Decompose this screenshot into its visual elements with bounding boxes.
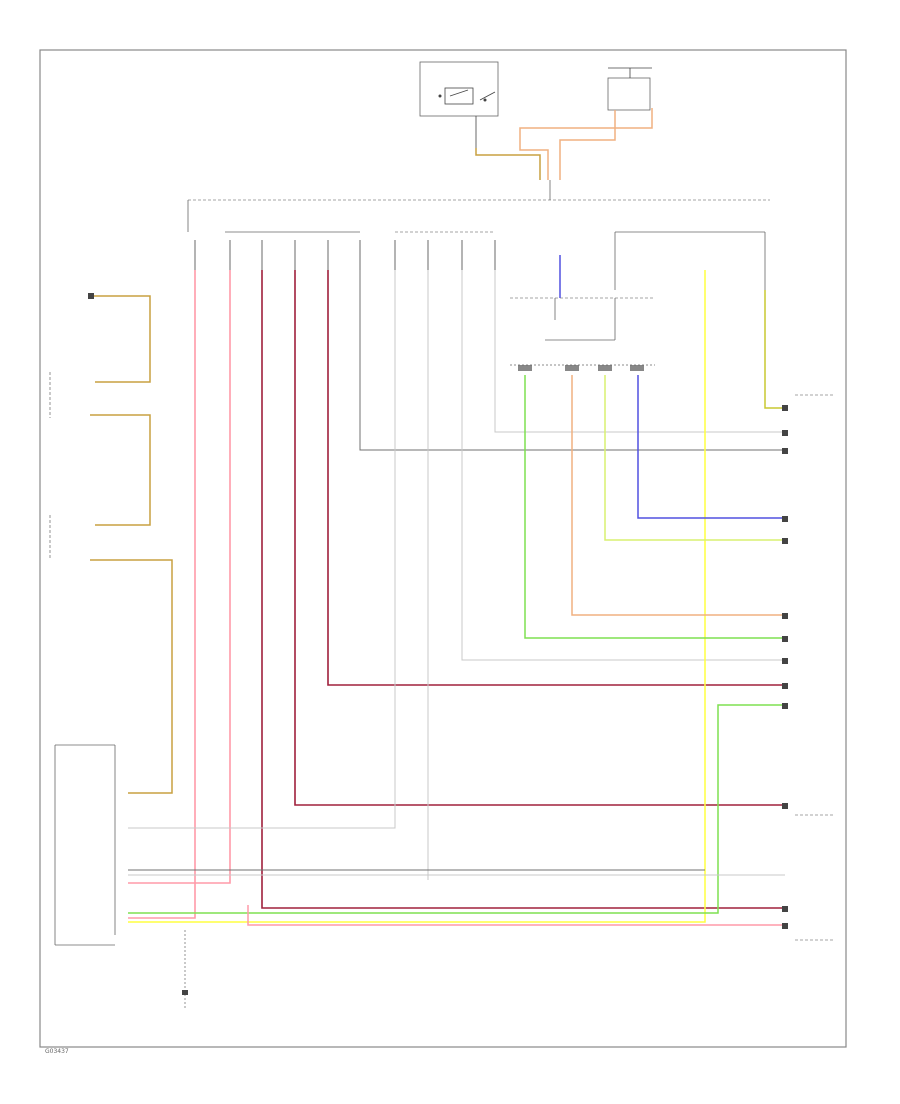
left-module: [54, 744, 116, 946]
diagram-id: G03437: [45, 1048, 69, 1055]
ignition-switch: [419, 61, 499, 148]
relay-box: [607, 67, 652, 111]
ground-symbol: [182, 930, 188, 1010]
left-connector-2: [49, 372, 151, 558]
right-wires: [128, 270, 785, 926]
right-pins: [782, 405, 788, 929]
right-connector-dividers: [795, 394, 835, 941]
frame-border: [39, 49, 847, 1048]
upper-right-connector: [510, 364, 655, 371]
left-connector-3: [90, 559, 173, 794]
center-switch: [510, 255, 655, 341]
left-connector-1: [88, 293, 151, 383]
vertical-wires: [128, 270, 785, 919]
junction-pins: [194, 240, 496, 270]
